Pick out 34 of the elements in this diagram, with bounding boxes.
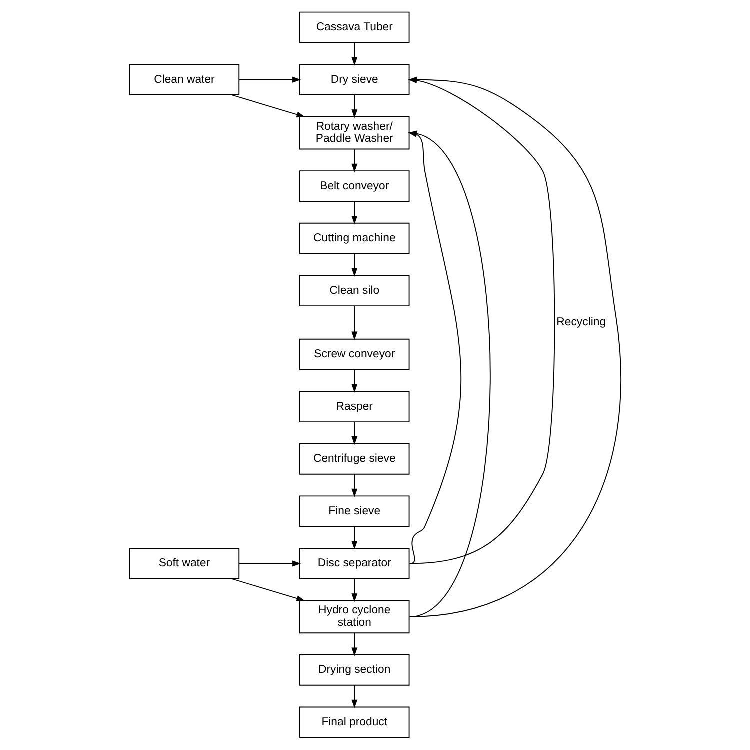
arrow [351,632,358,656]
arrow [351,474,358,498]
arrow [351,42,358,66]
node-box: Dry sieve [299,64,410,96]
node-box: Cutting machine [299,222,410,254]
arrow [351,684,358,708]
node-box: Soft water [128,548,240,580]
node-box: Rotary washer/ Paddle Washer [299,116,410,150]
arrow [238,560,301,567]
arrow [230,94,305,118]
node-box: Disc separator [299,548,410,580]
arrow [351,201,358,225]
arrow [351,578,358,602]
arrow [351,526,358,550]
node-box: Clean silo [299,275,410,307]
node-box: Drying section [299,654,410,686]
node-box: Rasper [299,391,410,423]
node-box: Cassava Tuber [299,12,410,44]
node-box: Belt conveyor [299,170,410,202]
node-box: Final product [299,706,410,738]
arrow [351,422,358,446]
node-box: Fine sieve [299,496,410,528]
arrow [351,306,358,340]
arrow [230,578,305,602]
edge-label: Recycling [556,316,606,329]
arrow [351,148,358,172]
node-box: Hydro cyclone station [299,600,410,634]
arrow [351,369,358,393]
node-box: Screw conveyor [299,338,410,370]
arrow [351,253,358,277]
arrow [351,94,358,118]
arrow [238,76,301,83]
node-box: Clean water [128,64,240,96]
node-box: Centrifuge sieve [299,443,410,475]
